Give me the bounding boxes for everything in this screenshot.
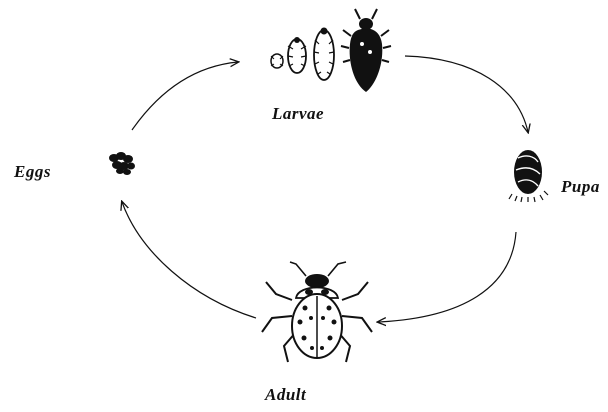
- stage-label-larvae: Larvae: [272, 104, 324, 124]
- adult-illustration: [262, 262, 372, 362]
- arrow-eggs-to-larvae: [132, 62, 238, 130]
- eggs-illustration: [109, 152, 135, 175]
- pupa-illustration: [509, 150, 548, 202]
- stage-label-eggs: Eggs: [14, 162, 51, 182]
- arrow-pupa-to-adult: [378, 232, 516, 322]
- larvae-illustration: [271, 9, 391, 92]
- arrow-larvae-to-pupa: [405, 56, 528, 132]
- stage-label-pupa: Pupa: [561, 177, 600, 197]
- arrow-adult-to-eggs: [122, 202, 256, 318]
- stage-label-adult: Adult: [265, 385, 306, 405]
